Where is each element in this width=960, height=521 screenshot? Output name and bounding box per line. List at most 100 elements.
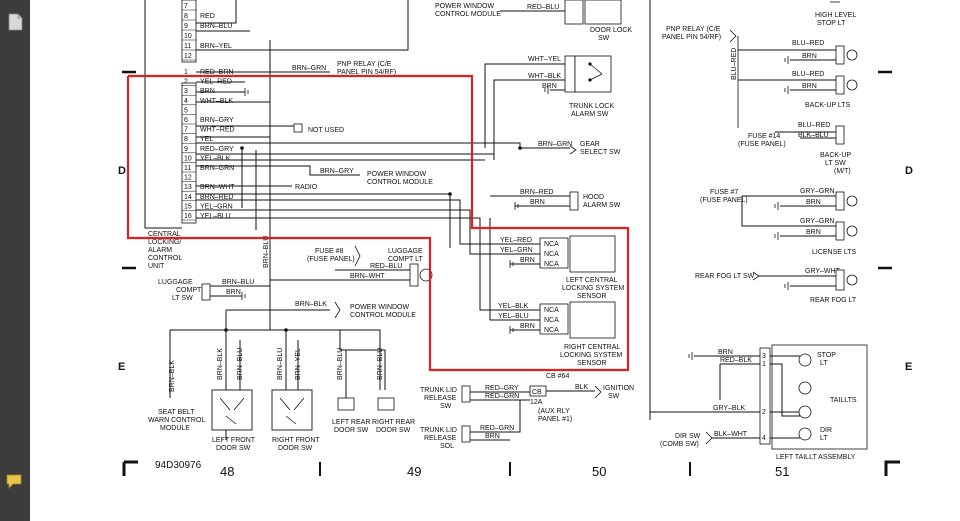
wire-label: BRN <box>485 433 500 440</box>
wire-label: BRN <box>802 83 817 90</box>
zone-letter-e: E <box>118 361 125 373</box>
label: (FUSE PANEL) <box>738 141 786 148</box>
pin-number: 8 <box>184 13 188 20</box>
wire-label: BRN–BLK <box>295 301 327 308</box>
label: COMPT <box>176 287 202 294</box>
label: DIR SW <box>675 433 701 440</box>
wire-label: YEL–GRN <box>500 247 533 254</box>
label: HOOD <box>583 194 604 201</box>
pin-number: 9 <box>184 23 188 30</box>
wire-label: WHT–RED <box>200 127 235 134</box>
pin-number: 13 <box>184 184 192 191</box>
label: (COMB SW) <box>660 441 699 448</box>
label: CB <box>532 389 542 396</box>
wire-label: BLK–WHT <box>714 431 748 438</box>
label: HIGH LEVEL <box>815 12 856 19</box>
wire-label: BRN–RED <box>200 194 233 201</box>
pin-number: 3 <box>762 353 766 360</box>
control-unit-label: ALARM <box>148 247 172 254</box>
drawing-id: 94D30976 <box>155 460 202 471</box>
pin-number: 2 <box>184 79 188 86</box>
wire-label: BRN–GRY <box>320 168 354 175</box>
wire-label: BRN <box>806 199 821 206</box>
pin-number: 8 <box>184 136 188 143</box>
label: (FUSE PANEL) <box>700 197 748 204</box>
connector-label: NCA <box>544 307 559 314</box>
control-unit-label: LOCKING/ <box>148 239 182 246</box>
pin-number: 2 <box>762 409 766 416</box>
label: DOOR SW <box>376 427 411 434</box>
wire-label: GRY–GRN <box>800 218 835 225</box>
label: CONTROL MODULE <box>435 11 501 18</box>
grid-column-49: 49 <box>407 464 421 479</box>
label: SENSOR <box>577 360 607 367</box>
label: PANEL PIN 54/RF) <box>337 69 396 76</box>
label: ALARM SW <box>571 111 609 118</box>
label: DOOR LOCK <box>590 27 632 34</box>
wire-label: BRN–BLU <box>377 348 384 380</box>
label: (FUSE PANEL) <box>307 256 355 263</box>
label: ALARM SW <box>583 202 621 209</box>
wire-label: GRY–GRN <box>800 188 835 195</box>
pin-number: 9 <box>184 146 188 153</box>
pin-number: 11 <box>184 165 191 172</box>
label: LT SW <box>825 160 846 167</box>
trunk-lid-release-group: TRUNK LID RELEASE SW RED–GRY RED–GRN CB … <box>420 373 634 450</box>
label: REAR FOG LT <box>810 297 857 304</box>
label: TRUNK LID <box>420 427 457 434</box>
label: SW <box>440 403 452 410</box>
wire-label: RED <box>200 13 215 20</box>
pin-number: 12 <box>184 175 192 182</box>
door-switches-group: BRN–BLK POWER WINDOW CONTROL MODULE BRN–… <box>148 301 416 452</box>
comment-icon[interactable] <box>4 472 26 492</box>
wire-label: BRN–WHT <box>350 273 385 280</box>
wire-label: WHT–YEL <box>528 56 561 63</box>
label: RIGHT REAR <box>372 419 415 426</box>
wire-label: RED–BLK <box>720 357 752 364</box>
label: WARN CONTROL <box>148 417 205 424</box>
label: FUSE #14 <box>748 133 780 140</box>
label: CB #64 <box>546 373 569 380</box>
pin-number: 4 <box>762 435 766 442</box>
wire-label: BLK <box>575 384 589 391</box>
label: TRUNK LOCK <box>569 103 614 110</box>
label: SELECT SW <box>580 149 621 156</box>
label: 12A <box>530 399 543 406</box>
wire-label: BRN <box>542 83 557 90</box>
wire-label: BRN <box>226 289 241 296</box>
wire-label: BLU–RED <box>792 71 824 78</box>
label: SW <box>598 35 610 42</box>
pin-number: 16 <box>184 213 192 220</box>
pin-number: 14 <box>184 194 192 201</box>
label: SENSOR <box>577 293 607 300</box>
label: LEFT FRONT <box>212 437 256 444</box>
wire-label: BRN–GRN <box>200 165 234 172</box>
label: IGNITION <box>603 385 634 392</box>
control-unit-label: CONTROL <box>148 255 182 262</box>
label: POWER WINDOW <box>350 304 409 311</box>
zone-letter-e-right: E <box>905 361 912 373</box>
label: STOP LT <box>817 20 846 27</box>
wire-label: BLU–RED <box>792 40 824 47</box>
pin-number: 7 <box>184 127 188 134</box>
label: STOP <box>817 352 836 359</box>
pin-number: 15 <box>184 203 192 210</box>
wire-label: BRN <box>520 257 535 264</box>
wire-label: YEL–BLU <box>200 213 231 220</box>
wire-label: BRN–GRN <box>538 141 572 148</box>
zone-letter-d-right: D <box>905 165 913 177</box>
wire-label: BRN <box>802 53 817 60</box>
door-lock-switch-group: POWER WINDOW CONTROL MODULE RED–BLU DOOR… <box>196 0 632 51</box>
label: FUSE #7 <box>710 189 739 196</box>
zone-letter-d: D <box>118 165 126 177</box>
label: CONTROL MODULE <box>367 179 433 186</box>
label: SEAT BELT <box>158 409 195 416</box>
pin-number: 1 <box>762 361 766 368</box>
label: PNP RELAY (C/E <box>666 26 721 33</box>
label: TRUNK LID <box>420 387 457 394</box>
page-icon[interactable] <box>4 12 26 32</box>
wire-label: WHT–BLK <box>528 73 561 80</box>
wire-label: BRN–GRN <box>292 65 326 72</box>
pin-number: 4 <box>184 98 188 105</box>
label: FUSE #8 <box>315 248 344 255</box>
